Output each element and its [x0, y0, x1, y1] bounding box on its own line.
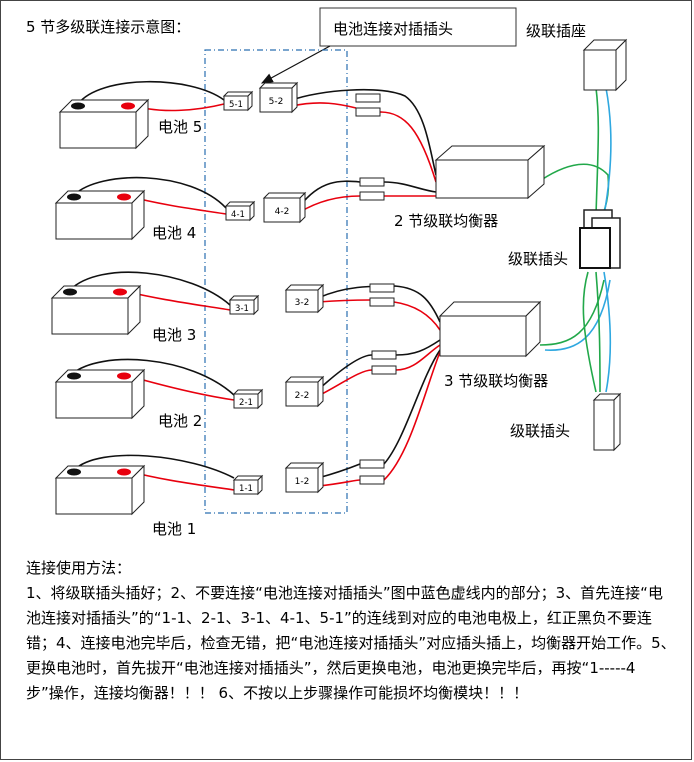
battery-5 — [58, 98, 150, 150]
plug-3-1: 3-1 — [228, 294, 260, 316]
battery-4 — [54, 189, 146, 241]
positive-terminal-icon — [113, 288, 127, 296]
plug-5-2: 5-2 — [258, 81, 299, 114]
instructions-heading: 连接使用方法： — [26, 559, 132, 577]
plug-2-1: 2-1 — [232, 388, 264, 410]
plug-label: 2-1 — [239, 398, 253, 408]
plug-label: 4-2 — [275, 207, 290, 217]
battery-2 — [54, 368, 146, 420]
plug-label: 5-1 — [229, 100, 243, 110]
negative-terminal-icon — [71, 102, 85, 110]
plug-3-2: 3-2 — [284, 283, 325, 314]
battery-1 — [54, 464, 146, 516]
plug-1-1: 1-1 — [232, 474, 264, 496]
plug-5-1: 5-1 — [222, 90, 254, 112]
plug-2-2: 2-2 — [284, 375, 325, 408]
cascade-plug-bottom — [592, 392, 622, 452]
callout-label: 电池连接对插插头 — [333, 20, 453, 38]
negative-terminal-icon — [67, 193, 81, 201]
battery-label: 电池 4 — [152, 224, 196, 242]
callout-box: 电池连接对插插头 — [260, 7, 517, 84]
cascade-socket — [582, 38, 628, 92]
harness-connectors — [355, 93, 397, 485]
positive-terminal-icon — [117, 193, 131, 201]
wiring-diagram: 5 节多级联连接示意图： 电池连接对插插头 — [26, 7, 628, 538]
plug-4-2: 4-2 — [262, 191, 307, 224]
instructions: 连接使用方法： 1、将级联插头插好；2、不要连接“电池连接对插插头”图中蓝色虚线… — [26, 556, 676, 706]
battery-3 — [50, 284, 142, 336]
balancer-3-label: 3 节级联均衡器 — [444, 372, 548, 390]
balancer-3 — [438, 300, 542, 358]
positive-terminal-icon — [117, 372, 131, 380]
cascade-plug-bottom-label: 级联插头 — [510, 422, 570, 440]
batteries: 电池 5 电池 4 电池 3 电池 2 电池 1 — [50, 98, 202, 538]
negative-terminal-icon — [67, 372, 81, 380]
battery-label: 电池 3 — [152, 326, 196, 344]
cascade-socket-label: 级联插座 — [526, 22, 586, 40]
negative-terminal-icon — [67, 468, 81, 476]
instructions-body: 1、将级联插头插好；2、不要连接“电池连接对插插头”图中蓝色虚线内的部分；3、首… — [26, 584, 676, 702]
positive-terminal-icon — [121, 102, 135, 110]
plug-label: 4-1 — [231, 210, 245, 220]
plug-label: 2-2 — [295, 391, 310, 401]
dashed-region — [204, 49, 348, 514]
battery-label: 电池 1 — [152, 520, 196, 538]
callout-arrow — [260, 45, 331, 84]
plug-label: 1-2 — [295, 477, 310, 487]
plug-label: 3-2 — [295, 298, 310, 308]
plug-label: 3-1 — [235, 304, 249, 314]
plug-1-2: 1-2 — [284, 461, 325, 494]
plugs: 5-1 5-2 4-1 4-2 3-1 3-2 2-1 2-2 1-1 1-2 — [222, 81, 325, 496]
plug-label: 5-2 — [269, 97, 284, 107]
negative-terminal-icon — [63, 288, 77, 296]
battery-label: 电池 5 — [158, 118, 202, 136]
positive-terminal-icon — [117, 468, 131, 476]
cascade-plug-middle — [579, 209, 621, 269]
cascade-plug-middle-label: 级联插头 — [508, 250, 568, 268]
diagram-title: 5 节多级联连接示意图： — [26, 18, 190, 36]
balancer-2 — [434, 144, 546, 200]
plug-4-1: 4-1 — [224, 200, 256, 222]
balancer-2-label: 2 节级联均衡器 — [394, 212, 498, 230]
battery-label: 电池 2 — [158, 412, 202, 430]
plug-label: 1-1 — [239, 484, 253, 494]
